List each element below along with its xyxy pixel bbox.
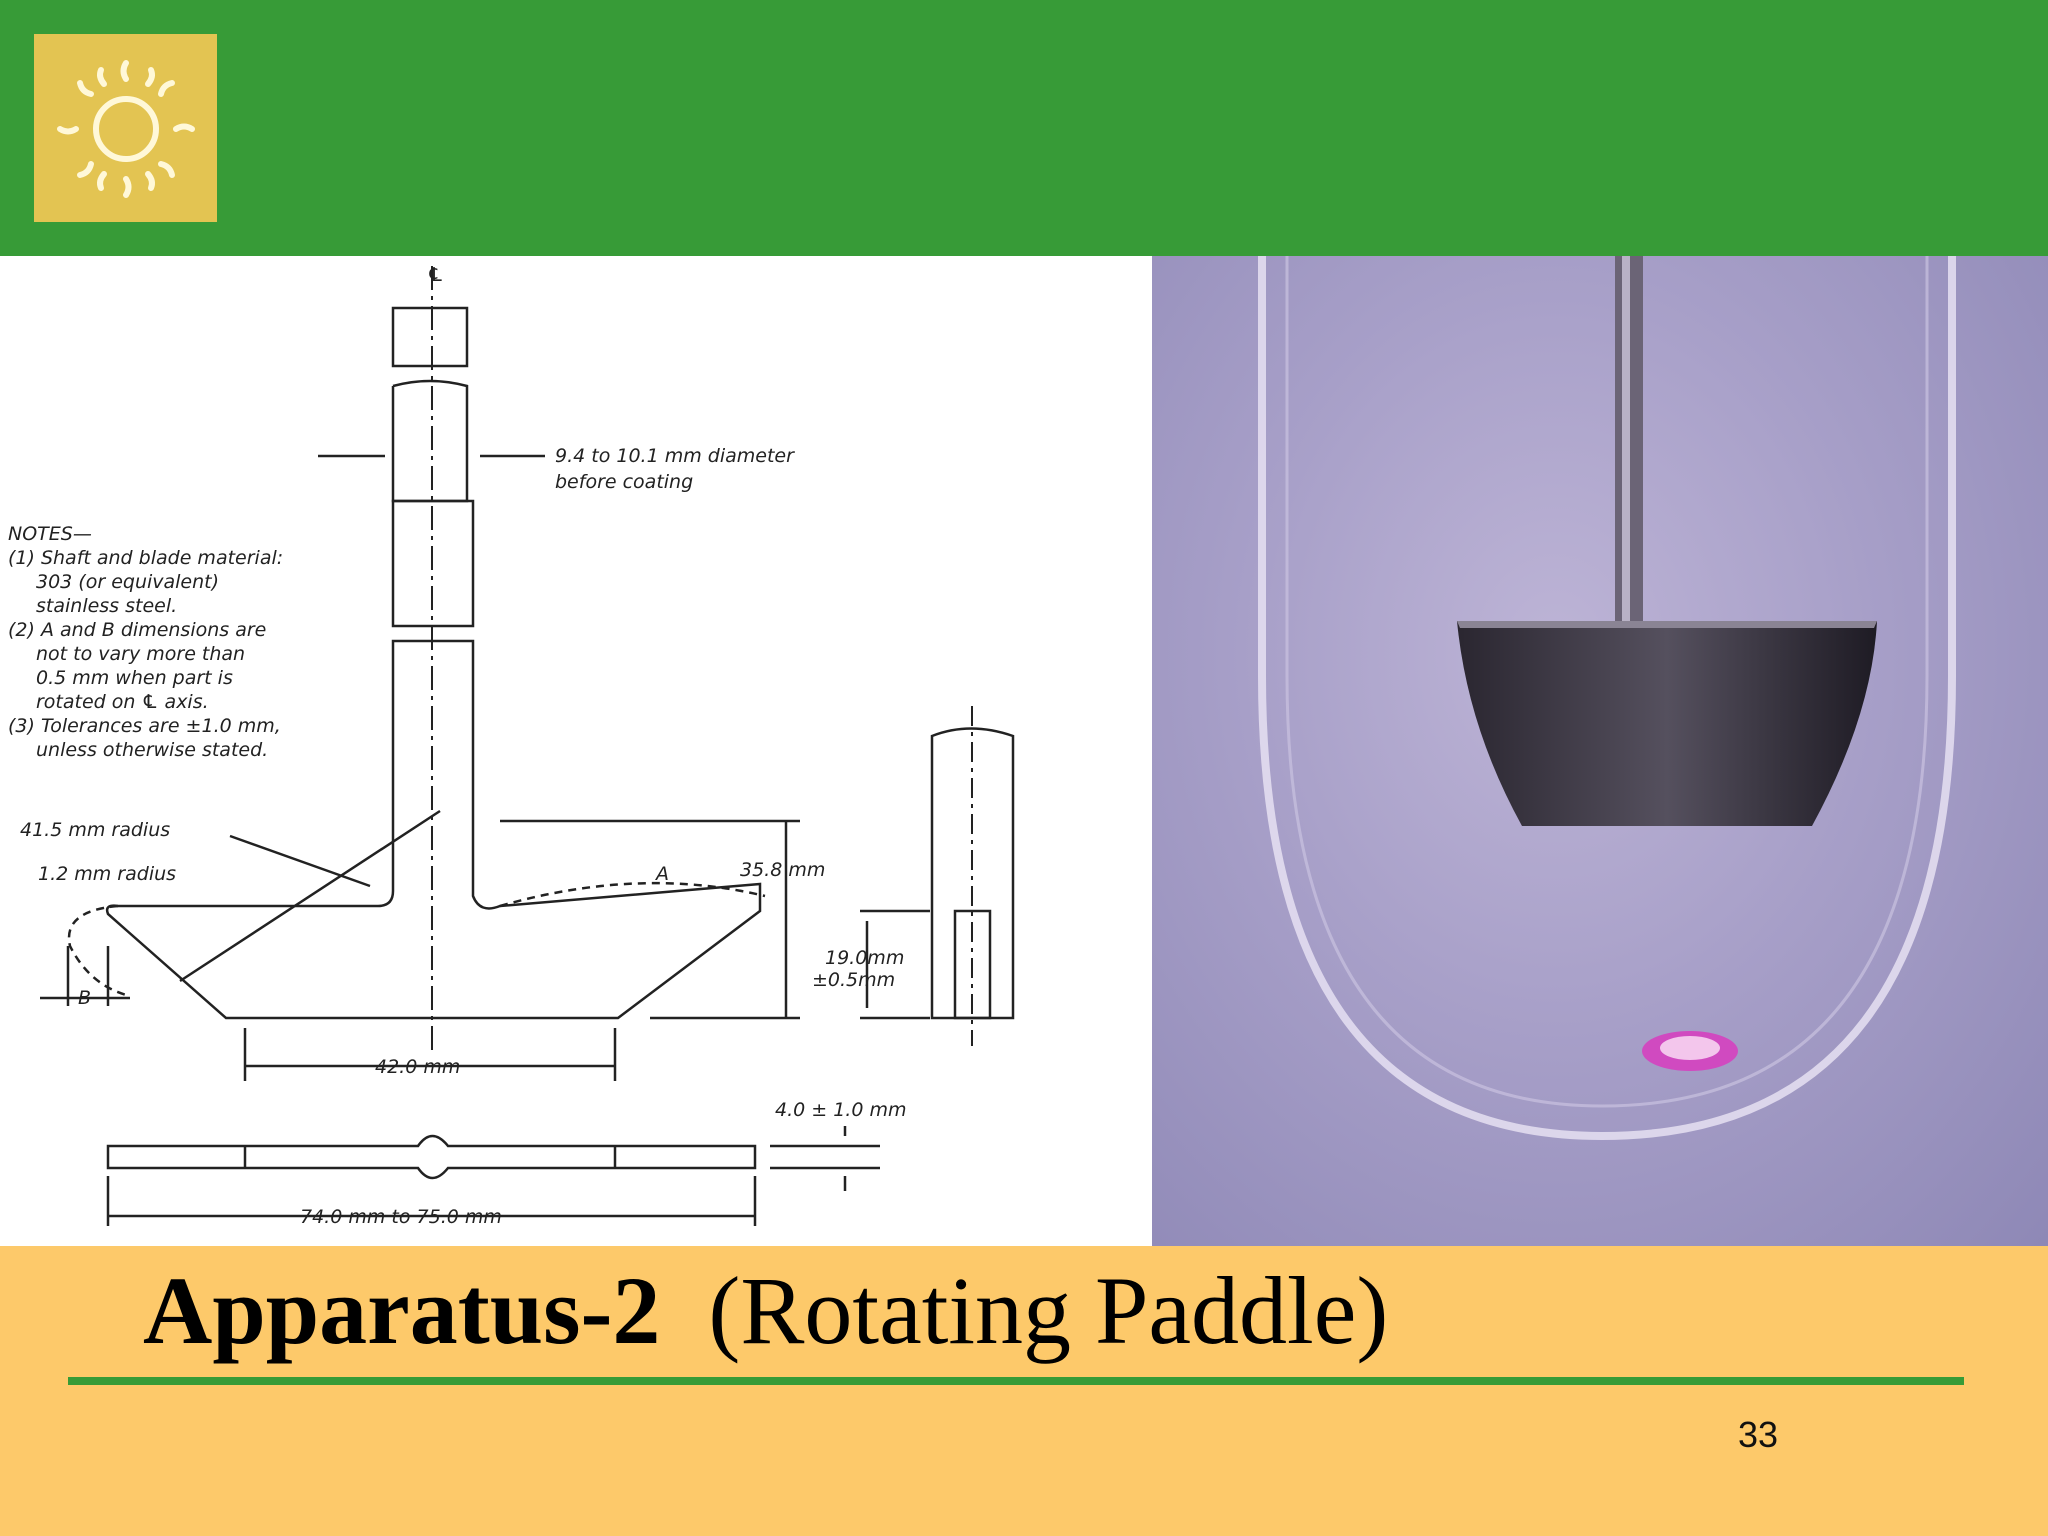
slide-title: Apparatus-2 (Rotating Paddle) [143,1255,1388,1366]
paddle-photo [1152,256,2048,1246]
header-bar [0,0,2048,256]
total-width-label: 74.0 mm to 75.0 mm [300,1206,502,1228]
thickness-label: 4.0 ± 1.0 mm [775,1099,907,1121]
dimension-b-label: B [78,987,91,1009]
blade-width-label: 42.0 mm [375,1056,460,1078]
blade-height-tolerance: ±0.5mm [812,969,895,991]
note-line: (2) A and B dimensions are [8,619,266,641]
small-radius-label: 1.2 mm radius [38,863,176,885]
height-label: 35.8 mm [740,859,825,881]
note-line: 303 (or equivalent) [36,571,219,593]
note-line: unless otherwise stated. [36,739,268,761]
dimension-a-label: A [654,863,669,885]
divider-line [68,1377,1964,1385]
note-line: (1) Shaft and blade material: [8,547,283,569]
shaft-diameter-note: before coating [555,471,693,493]
note-line: not to vary more than [36,643,245,665]
shaft-diameter-label: 9.4 to 10.1 mm diameter [555,445,795,467]
title-bold: Apparatus-2 [143,1257,661,1364]
sun-icon [57,60,195,198]
blade-height-label: 19.0mm [825,947,904,969]
centerline-mark: ℄ [427,264,444,286]
large-radius-label: 41.5 mm radius [20,819,170,841]
paddle-technical-drawing: ℄ 9.4 to 10.1 mm diameter before coating… [0,256,1152,1246]
note-line: 0.5 mm when part is [36,667,233,689]
note-line: rotated on ℄ axis. [36,691,209,713]
notes-heading: NOTES— [8,523,92,545]
note-line: (3) Tolerances are ±1.0 mm, [8,715,281,737]
note-line: stainless steel. [36,595,177,617]
logo [34,34,217,222]
title-subtitle: (Rotating Paddle) [708,1257,1389,1364]
page-number: 33 [1738,1414,1779,1455]
